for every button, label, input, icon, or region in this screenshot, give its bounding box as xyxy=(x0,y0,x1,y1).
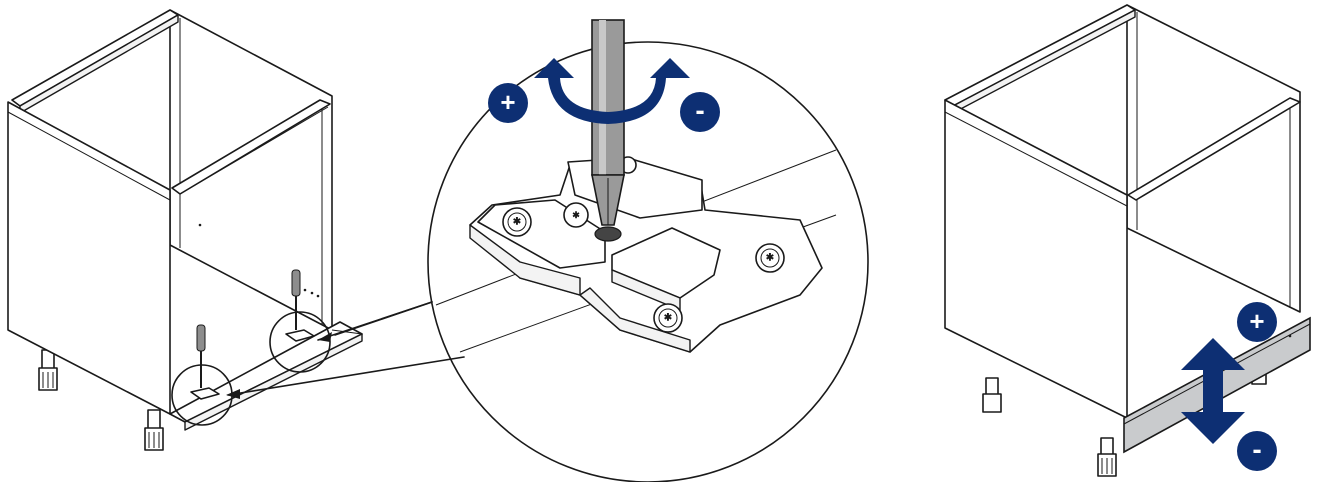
badge-rotate-plus-label: + xyxy=(500,87,515,117)
left-cabinet xyxy=(7,9,363,451)
badge-height-plus: + xyxy=(1237,302,1277,342)
leg-right-front xyxy=(1097,437,1117,477)
badge-rotate-minus-label: - xyxy=(695,95,704,126)
screw-centre: ✱ xyxy=(563,202,589,228)
badge-rotate-plus: + xyxy=(488,83,528,123)
badge-height-minus: - xyxy=(1237,431,1277,471)
leg-front-left xyxy=(38,349,58,391)
badge-rotate-minus: - xyxy=(680,92,720,132)
svg-text:✱: ✱ xyxy=(513,217,522,228)
screwdriver-small-2 xyxy=(190,324,220,400)
right-cabinet xyxy=(944,4,1311,477)
screw-bottom: ✱ xyxy=(653,303,683,333)
magnified-detail: ✱ ✱ ✱ ✱ xyxy=(427,19,869,482)
screw-left: ✱ xyxy=(502,207,532,237)
leg-front-right xyxy=(144,409,164,451)
screwdriver-small-1 xyxy=(285,269,315,342)
rotation-arrow-head-left xyxy=(534,58,574,78)
leader-lines xyxy=(226,301,465,399)
badge-height-plus-label: + xyxy=(1249,306,1264,336)
screwdriver-large xyxy=(591,19,625,242)
badge-height-minus-label: - xyxy=(1252,434,1261,465)
curved-double-arrow-icon xyxy=(534,58,690,124)
svg-text:✱: ✱ xyxy=(664,313,673,324)
rotation-arrow-head-right xyxy=(650,58,690,78)
leg-right-back xyxy=(982,377,1002,413)
rotation-arrow-body xyxy=(548,78,666,124)
svg-text:✱: ✱ xyxy=(766,253,775,264)
vertical-double-arrow-icon xyxy=(1181,338,1245,444)
screw-right: ✱ xyxy=(755,243,785,273)
svg-text:✱: ✱ xyxy=(572,210,580,220)
